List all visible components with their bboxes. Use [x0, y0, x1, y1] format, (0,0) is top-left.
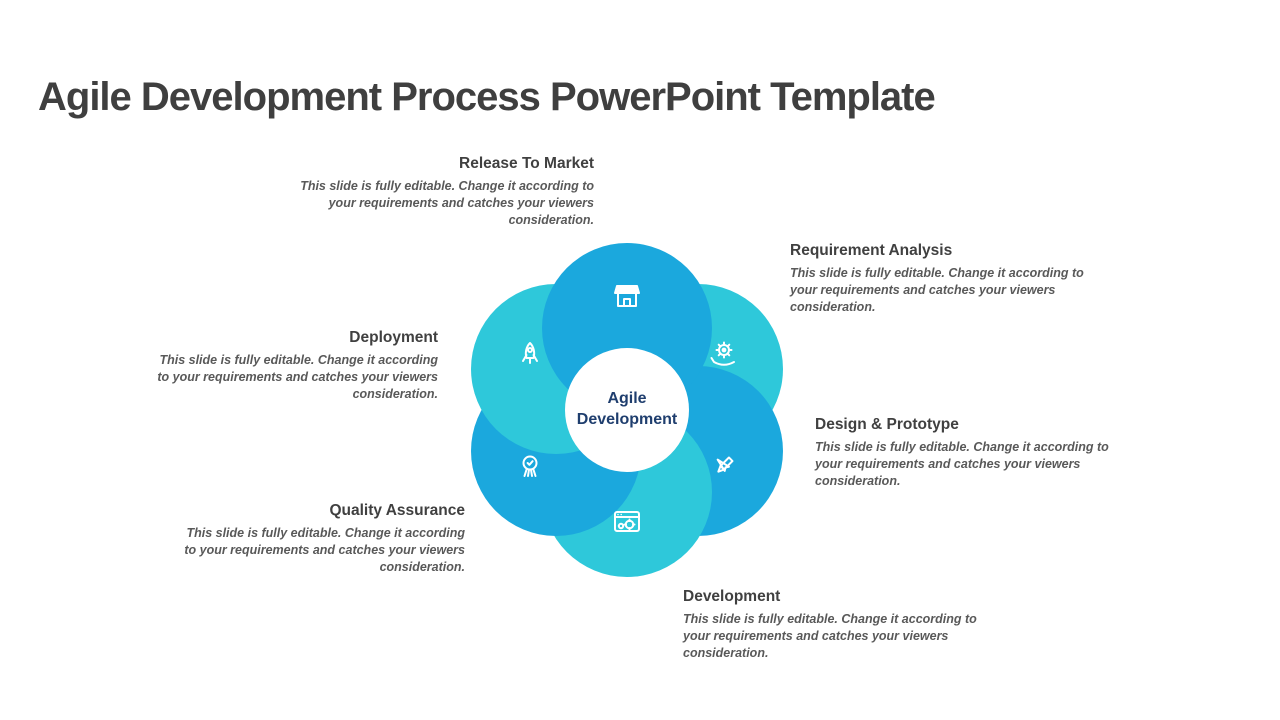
- step-release-to-market: Release To Market This slide is fully ed…: [300, 155, 594, 229]
- step-description: This slide is fully editable. Change it …: [815, 440, 1109, 488]
- pencil-rocket-icon: [716, 456, 734, 473]
- step-title: Development: [683, 588, 781, 605]
- step-development: Development This slide is fully editable…: [683, 588, 983, 662]
- step-description: This slide is fully editable. Change it …: [300, 179, 594, 227]
- step-description: This slide is fully editable. Change it …: [157, 353, 438, 401]
- step-title: Deployment: [349, 329, 438, 346]
- step-requirement-analysis: Requirement Analysis This slide is fully…: [790, 242, 1090, 316]
- medal-check-icon: [522, 455, 538, 477]
- hand-gear-icon: [710, 341, 735, 366]
- step-title: Quality Assurance: [329, 502, 465, 519]
- process-flower-svg: [471, 243, 783, 577]
- slide-title: Agile Development Process PowerPoint Tem…: [38, 74, 936, 119]
- step-title: Release To Market: [459, 155, 594, 172]
- agile-process-diagram: [457, 240, 797, 580]
- step-title: Design & Prototype: [815, 416, 959, 433]
- step-quality-assurance: Quality Assurance This slide is fully ed…: [175, 502, 465, 576]
- step-deployment: Deployment This slide is fully editable.…: [148, 329, 438, 403]
- center-circle: [565, 348, 689, 472]
- step-description: This slide is fully editable. Change it …: [184, 526, 465, 574]
- rocket-icon: [522, 342, 538, 364]
- center-label: Agile Development: [576, 390, 678, 428]
- storefront-icon: [614, 285, 640, 307]
- browser-gear-icon: [614, 511, 640, 532]
- step-title: Requirement Analysis: [790, 242, 953, 259]
- step-description: This slide is fully editable. Change it …: [683, 612, 977, 660]
- step-description: This slide is fully editable. Change it …: [790, 266, 1084, 314]
- step-design-prototype: Design & Prototype This slide is fully e…: [815, 416, 1110, 490]
